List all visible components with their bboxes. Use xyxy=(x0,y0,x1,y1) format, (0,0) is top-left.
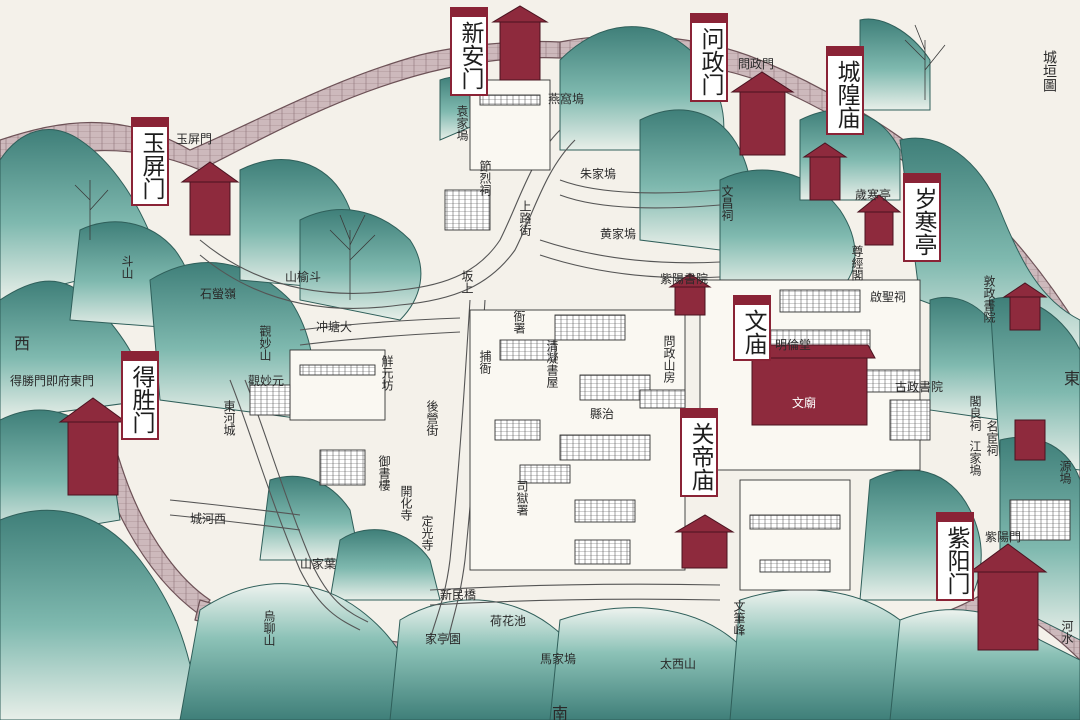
place-jiangjia: 江家塢 xyxy=(968,440,982,476)
place-dingguang: 定光寺 xyxy=(420,515,434,551)
place-beihe: 河水 xyxy=(1060,620,1074,644)
buildings xyxy=(249,79,1071,591)
place-chenghexi: 城河西 xyxy=(190,512,227,526)
place-dongchengxi: 東河城 xyxy=(222,400,236,436)
place-nan: 南 xyxy=(552,704,569,720)
place-xianya: 縣治 xyxy=(590,407,615,421)
place-chongtang: 冲塘大 xyxy=(316,320,353,334)
place-shiying: 石螢嶺 xyxy=(200,287,237,301)
place-wulushan: 烏聊山 xyxy=(262,610,276,646)
place-shanglu: 上路街 xyxy=(518,200,532,236)
place-wenzhengshan: 問政山房 xyxy=(662,335,676,383)
streets xyxy=(169,129,721,641)
label-xinan-gate[interactable]: 新安门 xyxy=(450,7,488,96)
trees xyxy=(74,24,946,300)
place-shanjiaye: 山家葉 xyxy=(300,557,337,571)
place-jinzheng: 古政書院 xyxy=(895,380,944,394)
place-guanmiaoyuan: 觀妙元 xyxy=(248,374,285,388)
place-ziyang-gate: 紫陽門 xyxy=(985,530,1022,544)
place-wenchang: 文昌祠 xyxy=(720,185,734,221)
place-yuanyuan: 源塢 xyxy=(1058,460,1072,484)
place-qingning: 清凝書屋 xyxy=(545,340,559,388)
place-liuchuan: 閣良祠 xyxy=(968,395,982,431)
label-guandi-temple[interactable]: 关帝庙 xyxy=(680,408,718,497)
place-dunzheng: 敦政書院 xyxy=(982,275,996,323)
place-houying: 後營街 xyxy=(425,400,439,436)
place-xinmin: 新民橋 xyxy=(440,588,477,602)
label-yuping-gate[interactable]: 玉屏门 xyxy=(131,117,169,206)
place-yanwo: 燕窩塢 xyxy=(548,92,585,106)
place-xi: 西 xyxy=(14,334,31,353)
place-wenbi: 文筆峰 xyxy=(732,600,746,636)
label-ziyang-gate[interactable]: 紫阳门 xyxy=(936,512,974,601)
place-yushu: 御書樓 xyxy=(377,455,391,491)
place-wenmiao-char: 文廟 xyxy=(792,396,817,410)
place-suihan-ting: 歲寒亭 xyxy=(855,188,892,202)
place-bantian: 坂上 xyxy=(460,270,474,294)
place-zhujia: 朱家塢 xyxy=(580,167,617,181)
place-yasu: 衙署 xyxy=(512,310,526,334)
place-shanyu: 山榆斗 xyxy=(285,270,322,284)
place-guanmiao: 觀妙山 xyxy=(258,325,272,361)
label-chenghuang-temple[interactable]: 城隍庙 xyxy=(826,46,864,135)
place-mingtang: 明倫堂 xyxy=(775,338,812,352)
place-dong: 東 xyxy=(1064,369,1080,388)
place-hehuachi: 荷花池 xyxy=(490,614,527,628)
label-wenzheng-gate[interactable]: 问政门 xyxy=(690,13,728,102)
place-doushan: 斗山 xyxy=(120,255,134,279)
place-yuping-gate: 玉屏門 xyxy=(176,132,213,146)
place-ziyang-yuan: 紫陽書院 xyxy=(660,272,709,286)
place-huangjia: 黄家塢 xyxy=(600,227,637,241)
place-zunjing: 尊經閣 xyxy=(850,245,864,281)
place-majia: 馬家塢 xyxy=(540,652,577,666)
label-suihan-pavilion[interactable]: 岁寒亭 xyxy=(903,173,941,262)
place-siyi: 司獄署 xyxy=(515,480,529,516)
map-title: 城垣圖 xyxy=(1041,50,1057,92)
place-taixi: 太西山 xyxy=(660,657,697,671)
place-desheng-gate: 得勝門即府東門 xyxy=(10,374,95,388)
place-lienuci: 節烈祠 xyxy=(478,160,492,196)
place-qisheng: 啟聖祠 xyxy=(870,290,907,304)
place-xieyuan: 觧元坊 xyxy=(380,355,394,391)
place-shisuo: 名宦祠 xyxy=(985,420,999,456)
place-kaihua: 開化寺 xyxy=(399,485,413,521)
place-jiatingyuan: 家亭園 xyxy=(425,632,462,646)
highlighted-buildings xyxy=(58,5,1048,651)
place-bushu: 捕衙 xyxy=(478,350,492,374)
mountains xyxy=(0,18,1080,720)
place-wenzheng-gate: 問政門 xyxy=(738,57,775,71)
place-yuanjia: 袁家塢 xyxy=(455,105,469,141)
label-desheng-gate[interactable]: 得胜门 xyxy=(121,351,159,440)
label-wenmiao[interactable]: 文庙 xyxy=(733,295,771,361)
